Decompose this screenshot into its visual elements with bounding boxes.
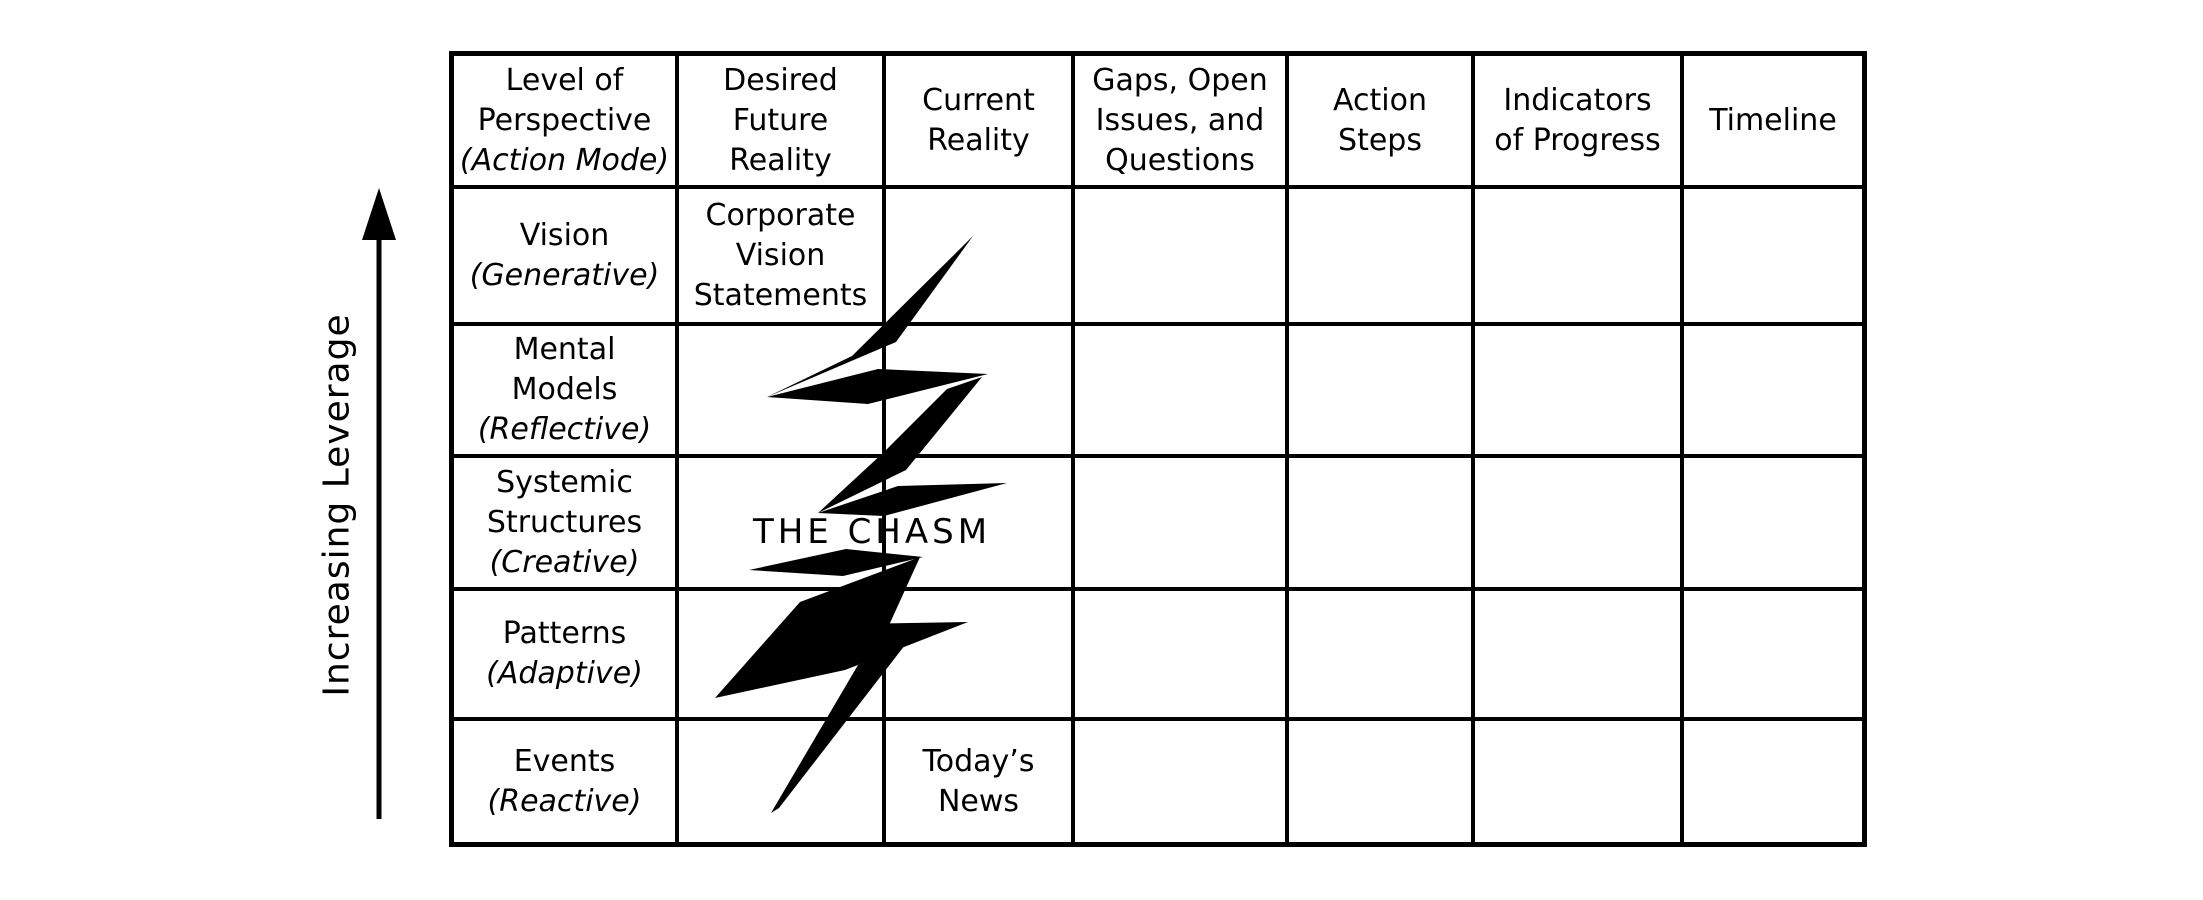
header-line: Current: [922, 82, 1035, 118]
row-label-vision: Vision (Generative): [454, 189, 675, 322]
row-mode-adaptive: (Adaptive): [486, 656, 643, 691]
row-mode-generative: (Generative): [469, 257, 660, 293]
cell-mental-models-gaps: [1075, 326, 1285, 454]
header-line: Gaps, Open: [1092, 62, 1268, 98]
header-action-mode: (Action Mode): [459, 142, 670, 178]
cell-mental-models-desired: [679, 326, 882, 454]
row-label-patterns: Patterns (Adaptive): [454, 591, 675, 717]
header-line: Timeline: [1709, 102, 1837, 138]
row-mode-creative: (Creative): [489, 544, 640, 580]
row-label-mental-models: Mental Models (Reflective): [454, 326, 675, 454]
header-line: Perspective: [477, 102, 652, 138]
cell-events-indicators: [1475, 721, 1680, 842]
cell-patterns-action-steps: [1289, 591, 1471, 717]
planning-table: Level of Perspective (Action Mode) Desir…: [449, 51, 1867, 847]
header-line: Future: [732, 102, 829, 138]
cell-line: Vision: [735, 237, 826, 273]
chasm-label: THE CHASM: [752, 512, 992, 552]
header-line: Steps: [1338, 122, 1422, 158]
cell-vision-action-steps: [1289, 189, 1471, 322]
cell-patterns-indicators: [1475, 591, 1680, 717]
header-line: Reality: [729, 142, 832, 178]
header-indicators-of-progress: Indicators of Progress: [1475, 56, 1680, 185]
cell-vision-desired-future-reality: Corporate Vision Statements: [679, 189, 882, 322]
header-action-steps: Action Steps: [1289, 56, 1471, 185]
cell-events-timeline: [1684, 721, 1862, 842]
header-current-reality: Current Reality: [886, 56, 1071, 185]
row-label-line: Vision: [519, 217, 610, 253]
header-line: Questions: [1105, 142, 1255, 178]
cell-mental-models-action-steps: [1289, 326, 1471, 454]
cell-events-gaps: [1075, 721, 1285, 842]
cell-patterns-gaps: [1075, 591, 1285, 717]
row-label-line: Models: [511, 372, 618, 407]
header-line: of Progress: [1494, 122, 1661, 158]
cell-vision-timeline: [1684, 189, 1862, 322]
header-line: Action: [1333, 82, 1427, 118]
cell-line: News: [937, 783, 1020, 819]
cell-line: Today’s: [922, 743, 1035, 779]
cell-systemic-gaps: [1075, 458, 1285, 587]
cell-systemic-timeline: [1684, 458, 1862, 587]
cell-line: Statements: [693, 277, 868, 313]
row-label-line: Systemic: [496, 464, 633, 500]
header-level-of-perspective: Level of Perspective (Action Mode): [454, 56, 675, 185]
cell-events-desired: [679, 721, 882, 842]
row-label-systemic-structures: Systemic Structures (Creative): [454, 458, 675, 587]
cell-events-action-steps: [1289, 721, 1471, 842]
row-label-line: Mental: [513, 332, 616, 367]
cell-mental-models-current: [886, 326, 1071, 454]
row-label-line: Patterns: [502, 616, 627, 651]
cell-systemic-indicators: [1475, 458, 1680, 587]
header-desired-future-reality: Desired Future Reality: [679, 56, 882, 185]
header-line: Desired: [723, 62, 838, 98]
row-label-line: Events: [513, 743, 616, 779]
increasing-leverage-arrow-icon: [362, 188, 396, 819]
header-line: Level of: [505, 62, 624, 98]
row-mode-reactive: (Reactive): [487, 783, 642, 819]
cell-vision-indicators: [1475, 189, 1680, 322]
cell-vision-current-reality: [886, 189, 1071, 322]
header-line: Reality: [927, 122, 1030, 158]
cell-patterns-current: [886, 591, 1071, 717]
cell-systemic-action-steps: [1289, 458, 1471, 587]
cell-events-current-reality: Today’s News: [886, 721, 1071, 842]
cell-patterns-desired: [679, 591, 882, 717]
cell-mental-models-timeline: [1684, 326, 1862, 454]
row-label-line: Structures: [486, 504, 643, 540]
cell-vision-gaps: [1075, 189, 1285, 322]
row-mode-reflective: (Reflective): [477, 412, 652, 447]
cell-patterns-timeline: [1684, 591, 1862, 717]
row-label-events: Events (Reactive): [454, 721, 675, 842]
cell-line: Corporate: [705, 197, 856, 233]
header-gaps-open-issues-questions: Gaps, Open Issues, and Questions: [1075, 56, 1285, 185]
header-timeline: Timeline: [1684, 56, 1862, 185]
header-line: Indicators: [1503, 82, 1652, 118]
cell-mental-models-indicators: [1475, 326, 1680, 454]
header-line: Issues, and: [1095, 102, 1265, 138]
increasing-leverage-label: Increasing Leverage: [316, 313, 358, 697]
